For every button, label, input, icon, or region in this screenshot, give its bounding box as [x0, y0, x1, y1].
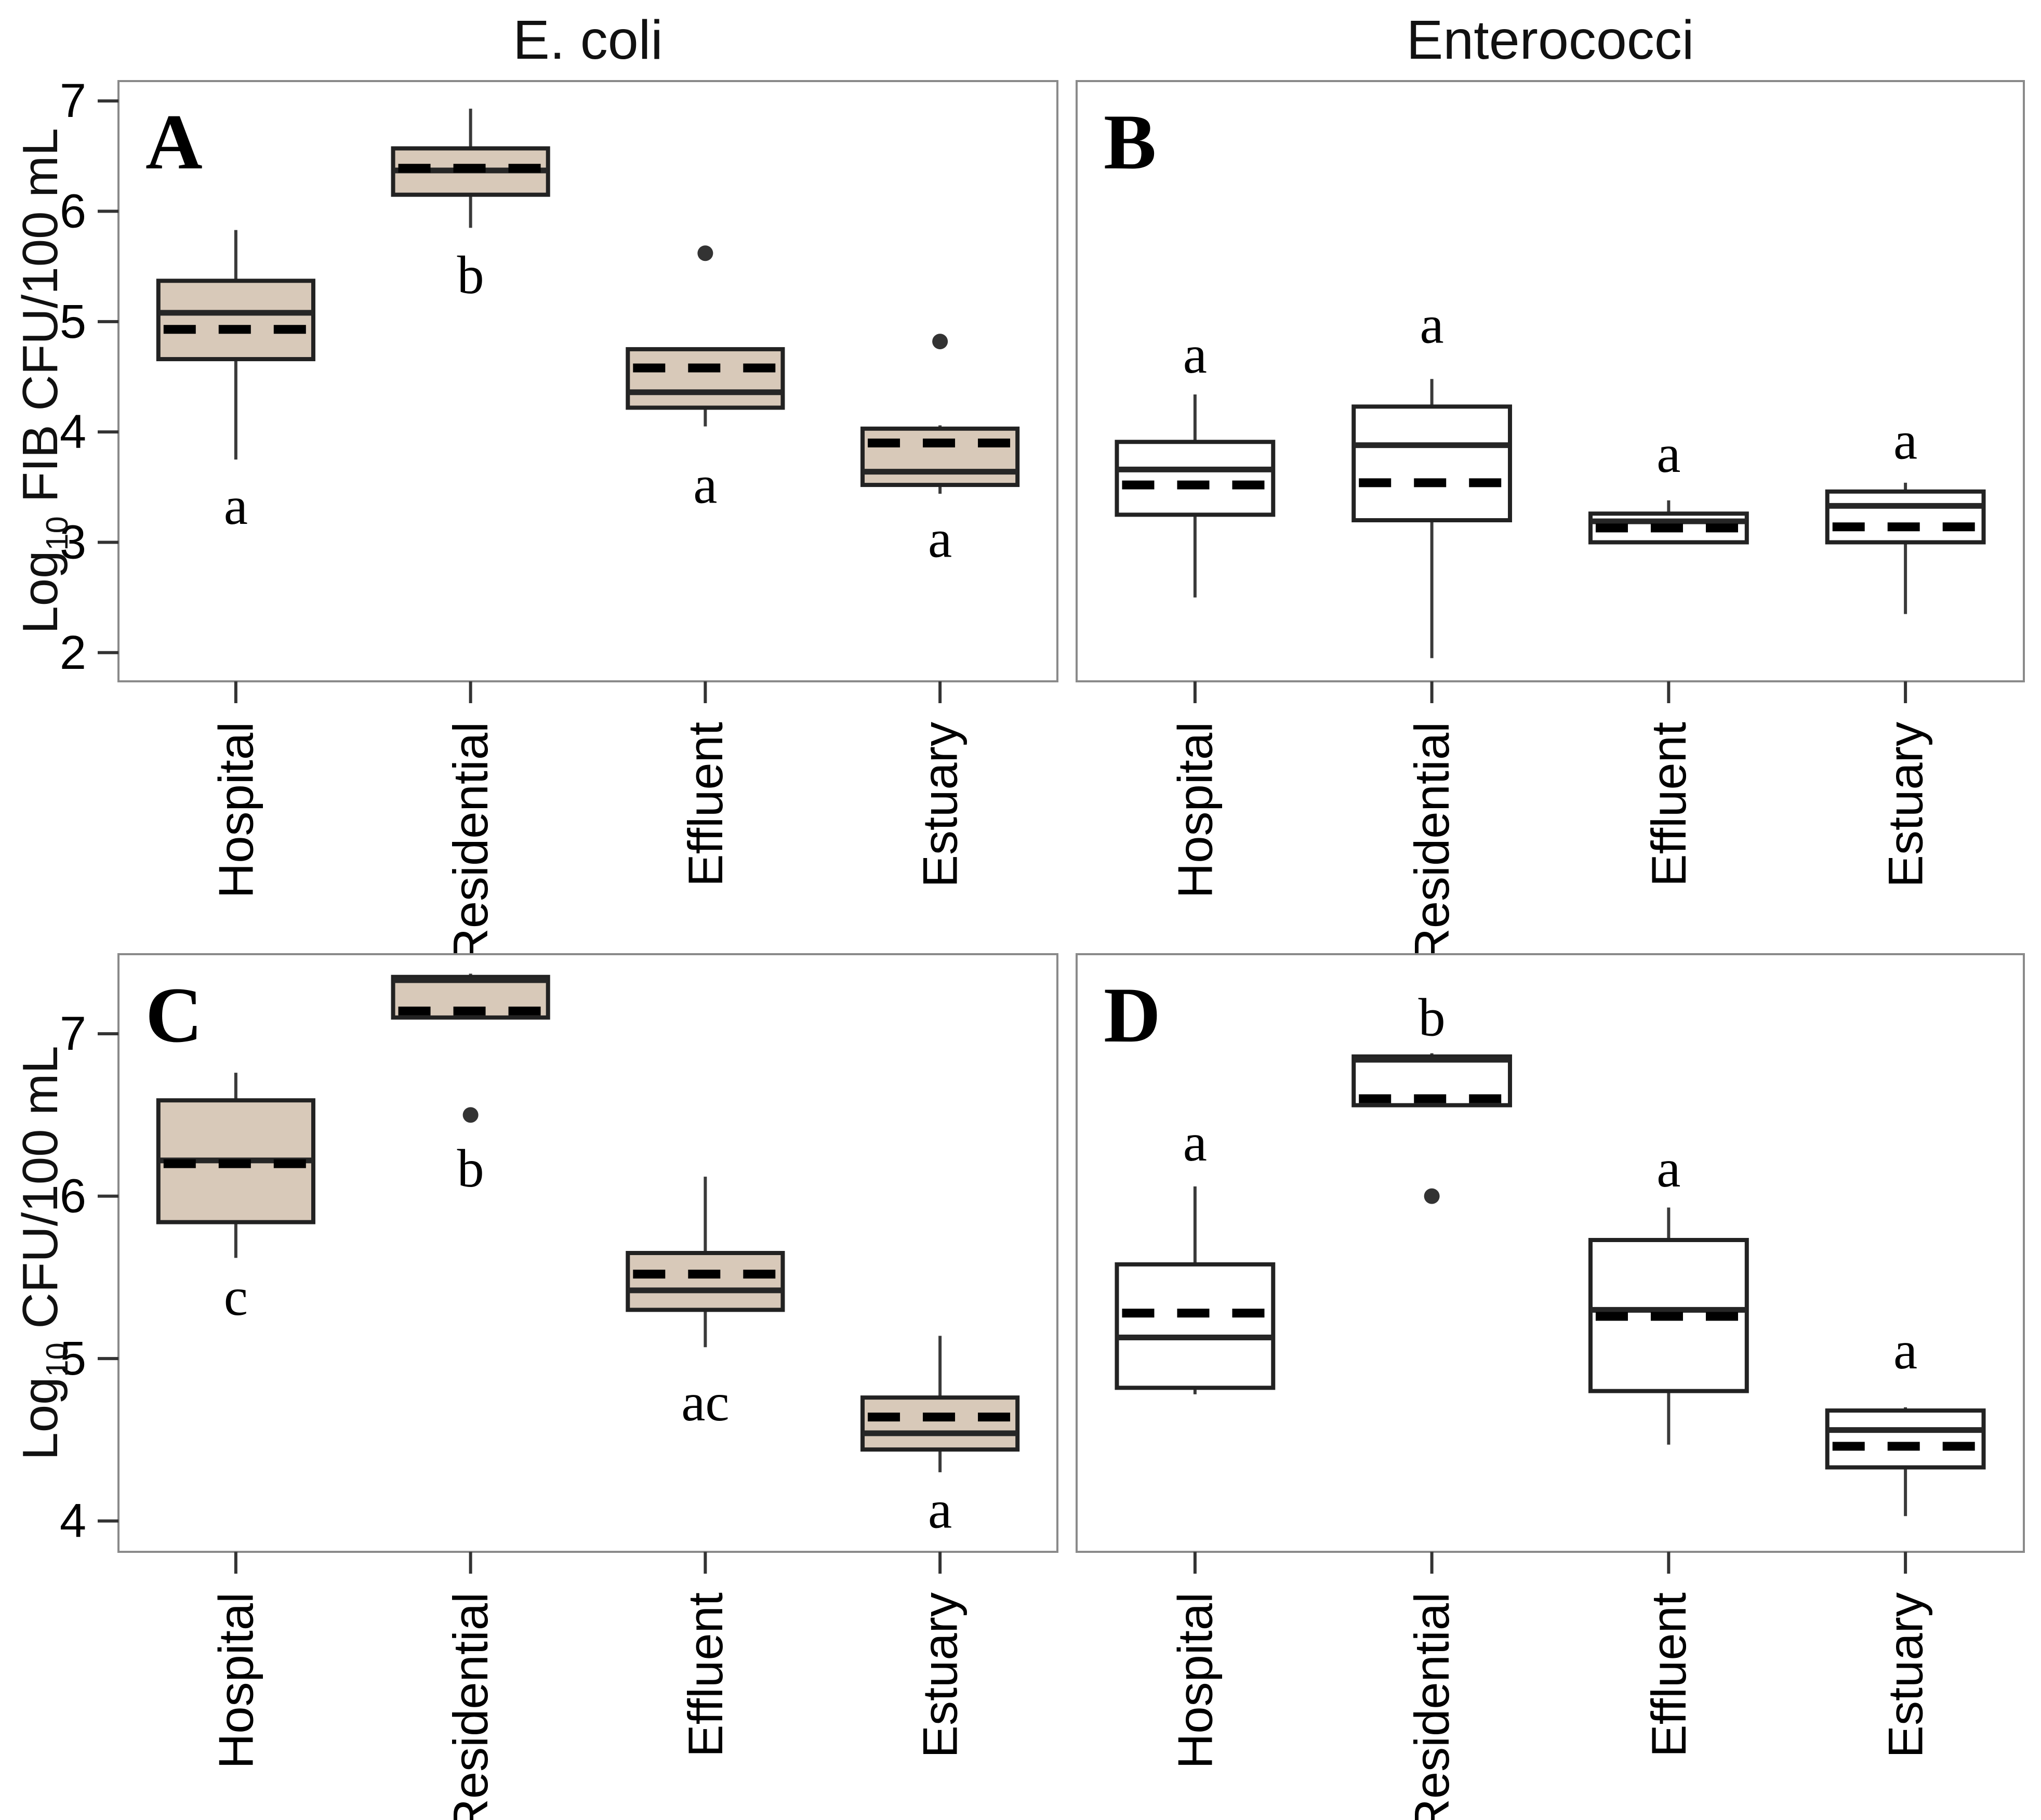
significance-letter: c [224, 1267, 248, 1327]
significance-letter: b [457, 1139, 484, 1198]
significance-letter: a [224, 476, 248, 536]
x-tick-label-effluent: Effluent [1641, 1592, 1696, 1757]
x-tick-label-estuary: Estuary [913, 722, 968, 888]
x-tick-label-hospital: Hospital [1168, 722, 1222, 899]
iqr-box [1115, 1262, 1276, 1390]
panel-c: 4567HospitalcResidentialbEffluentacEstua… [60, 953, 1058, 1820]
y-tick-label-6: 6 [60, 1170, 86, 1223]
box-d-estuary: Estuary a [1825, 1321, 1986, 1758]
significance-letter: ac [681, 1373, 729, 1432]
x-tick-label-hospital: Hospital [208, 1592, 263, 1769]
box-d-residential: Residential b [1351, 987, 1513, 1820]
box-b-effluent: Effluent a [1588, 424, 1749, 887]
iqr-box [1115, 440, 1276, 517]
box-d-hospital: Hospital a [1115, 1113, 1276, 1769]
x-tick-label-hospital: Hospital [208, 722, 263, 899]
panel-frame-a [117, 80, 1058, 682]
panel-a: 234567HospitalaResidentialbEffluentaEstu… [60, 74, 1058, 964]
box-b-residential: Residential a [1351, 295, 1513, 964]
box-c-hospital: Hospital c [156, 1073, 315, 1769]
x-tick-label-effluent: Effluent [678, 722, 733, 887]
y-tick-label-2: 2 [60, 626, 86, 679]
significance-letter: a [1183, 325, 1207, 385]
outlier-point [1424, 1188, 1440, 1204]
y-axis-label-prefix: Log [12, 550, 68, 634]
x-tick-label-residential: Residential [1404, 722, 1459, 964]
box-b-estuary: Estuary a [1825, 411, 1986, 888]
outlier-point [697, 245, 713, 261]
y-tick-label-7: 7 [60, 1007, 86, 1060]
iqr-box [626, 1251, 785, 1312]
outlier-point [462, 1107, 479, 1123]
significance-letter: a [928, 509, 952, 569]
iqr-box [860, 1395, 1020, 1452]
box-a-effluent: Effluent a [626, 245, 785, 887]
box-c-estuary: Estuary a [860, 1336, 1020, 1758]
y-tick-label-3: 3 [60, 516, 86, 569]
x-tick-label-residential: Residential [443, 1592, 498, 1820]
y-tick-label-7: 7 [60, 74, 86, 127]
x-tick-label-effluent: Effluent [1641, 722, 1696, 887]
y-axis-label-bottom-row: Log10 CFU/100 mL [2, 837, 79, 1669]
y-axis-label-prefix: Log [12, 1377, 68, 1460]
box-c-effluent: Effluent ac [626, 1177, 785, 1757]
iqr-box [1351, 404, 1513, 523]
box-b-hospital: Hospital a [1115, 325, 1276, 899]
box-c-residential: Residential b [391, 973, 550, 1820]
significance-letter: a [1420, 295, 1444, 355]
x-tick-label-estuary: Estuary [913, 1592, 968, 1758]
significance-letter: a [693, 455, 717, 515]
y-tick-label-6: 6 [60, 185, 86, 238]
x-tick-label-hospital: Hospital [1168, 1592, 1222, 1769]
panel-letter-d: D [1104, 971, 1161, 1059]
y-axis-label-subscript: 10 [39, 516, 75, 551]
y-axis-label-top-row: Log10 FIB CFU/100 mL [2, 0, 79, 797]
panel-letter-c: C [145, 971, 203, 1059]
column-title-ecoli: E. coli [513, 9, 663, 71]
x-tick-label-effluent: Effluent [678, 1592, 733, 1757]
box-a-hospital: Hospital a [156, 230, 315, 899]
panel-frame-b [1076, 80, 2025, 682]
y-tick-label-4: 4 [60, 1495, 86, 1548]
significance-letter: a [1893, 1321, 1917, 1380]
significance-letter: b [457, 245, 484, 305]
iqr-box [156, 279, 315, 362]
significance-letter: a [928, 1480, 952, 1539]
iqr-box [1825, 1408, 1986, 1470]
significance-letter: b [1419, 987, 1446, 1047]
x-tick-label-residential: Residential [1404, 1592, 1459, 1820]
x-tick-label-residential: Residential [443, 722, 498, 964]
y-axis-label-suffix: FIB CFU/100 mL [12, 128, 68, 517]
y-tick-label-5: 5 [60, 295, 86, 348]
outlier-point [932, 334, 948, 350]
y-axis-label-subscript: 10 [39, 1342, 75, 1377]
iqr-box [626, 347, 785, 410]
significance-letter: a [1656, 1139, 1680, 1198]
significance-letter: a [1656, 424, 1680, 484]
column-title-enterococci: Enterococci [1406, 9, 1694, 71]
y-tick-label-4: 4 [60, 405, 86, 458]
box-a-residential: Residential b [391, 109, 550, 964]
y-tick-label-5: 5 [60, 1332, 86, 1385]
significance-letter: a [1893, 411, 1917, 471]
significance-letter: a [1183, 1113, 1207, 1172]
panel-letter-b: B [1104, 98, 1156, 186]
x-tick-label-estuary: Estuary [1878, 722, 1933, 888]
y-axis-label-suffix: CFU/100 mL [12, 1046, 68, 1343]
iqr-box [1825, 489, 1986, 545]
iqr-box [860, 426, 1020, 487]
box-d-effluent: Effluent a [1588, 1139, 1749, 1757]
panel-frame-c [117, 953, 1058, 1553]
x-tick-label-estuary: Estuary [1878, 1592, 1933, 1758]
panel-letter-a: A [145, 98, 203, 186]
box-a-estuary: Estuary a [860, 334, 1020, 888]
